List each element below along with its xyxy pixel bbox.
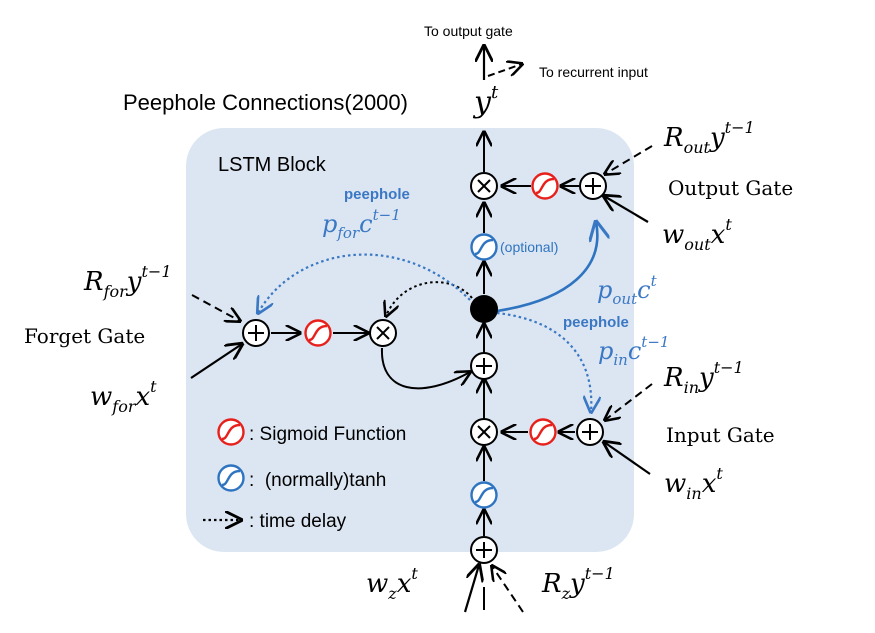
win-arrow [604, 442, 651, 475]
legend-sigmoid-label: : Sigmoid Function [249, 424, 406, 445]
rout-label: Routyt−1 [663, 118, 755, 157]
wout-label: woutxt [662, 215, 732, 254]
output-gate-label: Output Gate [668, 176, 793, 200]
output-gate-sigmoid-icon [531, 172, 559, 200]
cell-add-node [470, 352, 498, 380]
wz-input-label: wzxt [366, 564, 418, 603]
output-gate-add-node [579, 172, 607, 200]
peephole-in-label: pinct−1 [598, 333, 669, 369]
rin-arrow [605, 383, 653, 420]
output-y-label: yt [472, 82, 499, 120]
forget-mult-to-add-arrow [380, 347, 470, 390]
wfor-label: wforxt [90, 377, 157, 416]
input-gate-add-node [576, 418, 604, 446]
input-gate-sigmoid-icon [529, 418, 557, 446]
to-recurrent-input-label: To recurrent input [539, 64, 648, 80]
legend-sigmoid-icon [217, 418, 245, 446]
legend-tanh-icon [217, 464, 245, 492]
diagram-title: Peephole Connections(2000) [123, 90, 408, 115]
peephole-out-label: poutct [597, 272, 658, 308]
win-label: winxt [664, 464, 723, 503]
input-gate-label: Input Gate [666, 423, 775, 447]
rz-input-label: Rzyt−1 [541, 564, 615, 603]
forget-gate-label: Forget Gate [24, 324, 145, 348]
legend: : Sigmoid Function : (normally)tanh : ti… [203, 418, 406, 532]
rfor-label: Rforyt−1 [83, 262, 172, 301]
cell-time-delay-arrow [386, 281, 473, 316]
cell-state-node [470, 295, 498, 323]
wz-input-arrow [463, 565, 479, 613]
lstm-block [186, 128, 634, 552]
rz-input-arrow [492, 566, 524, 613]
optional-tag: (optional) [500, 239, 558, 255]
output-tanh-icon [470, 233, 498, 261]
peephole-out-arrow [496, 222, 597, 313]
forget-mult-node [369, 319, 397, 347]
wfor-arrow [190, 344, 242, 379]
wout-arrow [604, 196, 649, 223]
rfor-arrow [191, 294, 240, 321]
legend-delay-label: : time delay [249, 511, 347, 532]
legend-tanh-label: : (normally)tanh [249, 470, 386, 491]
rout-arrow [605, 145, 653, 174]
peephole-in-arrow [496, 311, 591, 412]
output-mult-node [470, 172, 498, 200]
to-output-gate-label: To output gate [424, 23, 513, 39]
input-mult-node [470, 418, 498, 446]
forget-gate-sigmoid-icon [304, 319, 332, 347]
peephole-out-tag: peephole [563, 314, 629, 331]
forget-gate-add-node [242, 319, 270, 347]
block-label: LSTM Block [218, 154, 327, 176]
z-add-node [470, 536, 498, 564]
peephole-forget-tag: peephole [344, 186, 410, 203]
peephole-forget-arrow [258, 253, 471, 313]
peephole-forget-label: pforct−1 [322, 206, 401, 242]
z-tanh-icon [470, 481, 498, 509]
rin-label: Rinyt−1 [663, 358, 744, 397]
to-recurrent-input-arrow [487, 64, 522, 77]
